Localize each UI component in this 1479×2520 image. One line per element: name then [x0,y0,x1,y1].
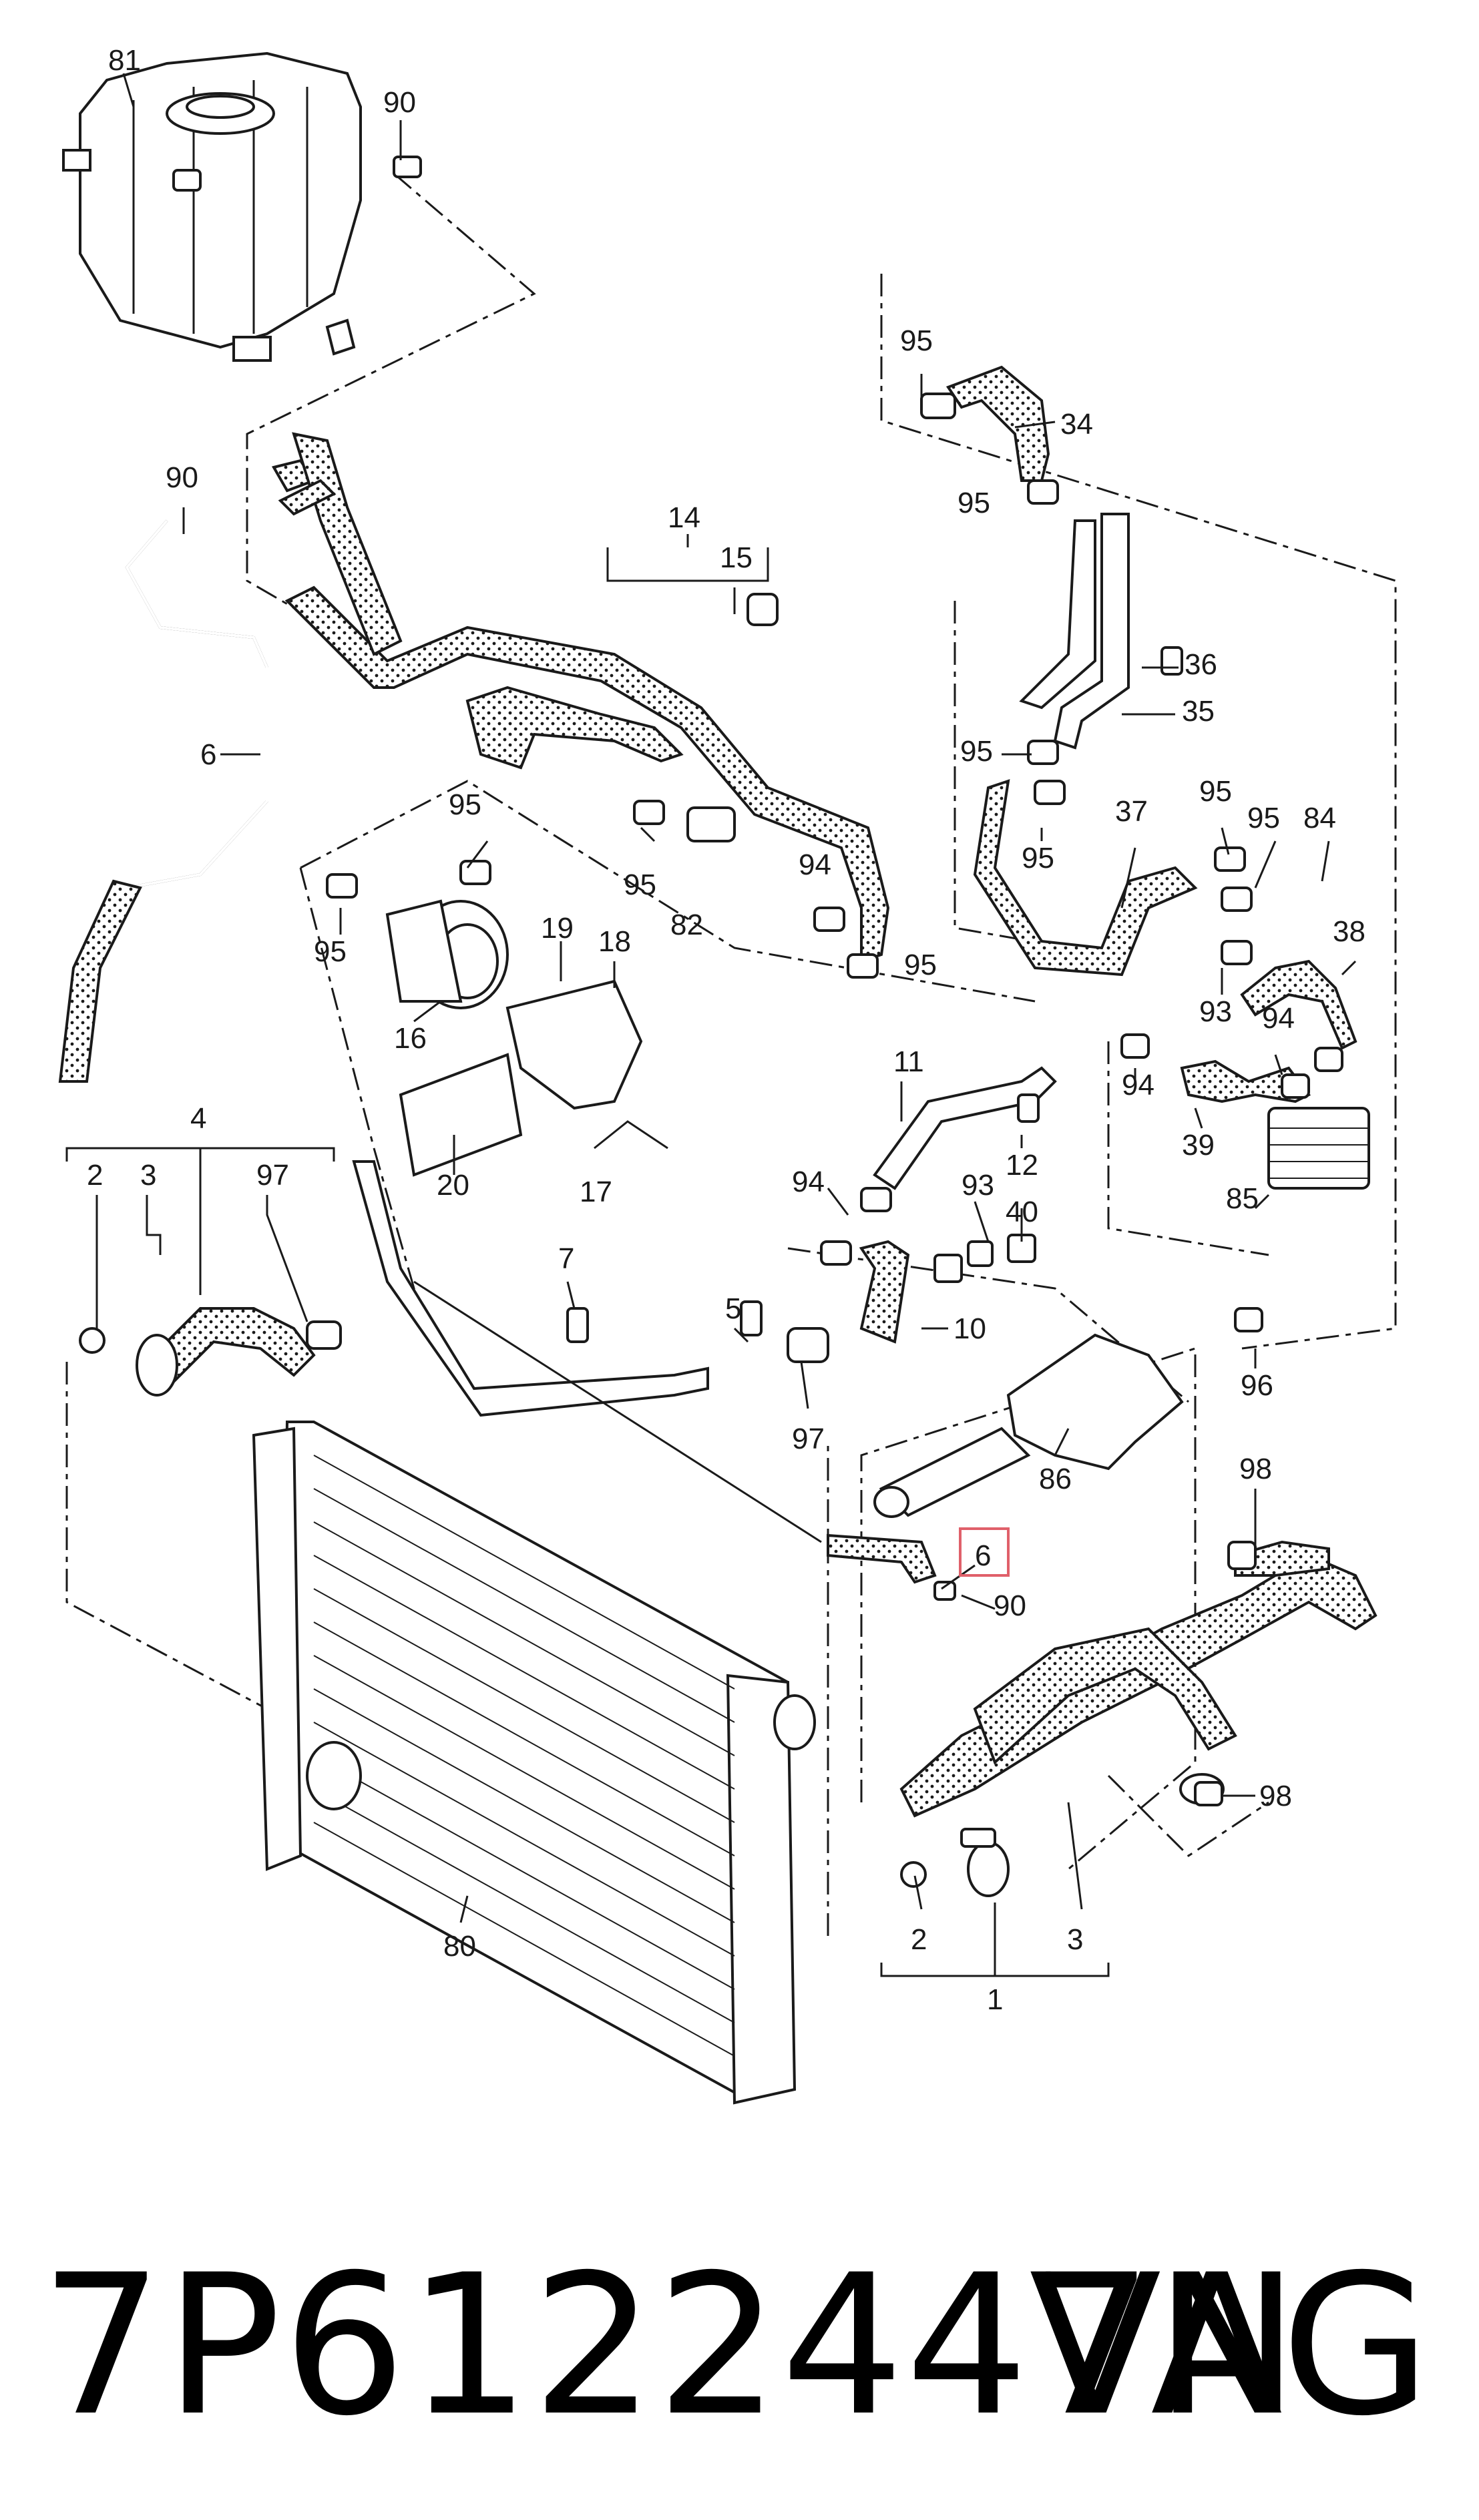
callout-39: 39 [1182,1129,1215,1162]
callout-20: 20 [437,1169,469,1202]
callout-94-lower: 94 [792,1166,825,1198]
callout-3-upper: 3 [140,1159,156,1192]
callout-95-j: 95 [904,949,937,981]
callout-5: 5 [725,1292,741,1325]
callout-94-right: 94 [1262,1002,1295,1035]
callout-18: 18 [598,925,631,958]
coolant-flange-86 [873,1333,1184,1518]
callout-98-lower: 98 [1259,1780,1292,1812]
expansion-tank [62,51,362,362]
callout-97-lower: 97 [792,1423,825,1455]
callout-95-i: 95 [624,868,656,901]
callout-38: 38 [1333,915,1365,948]
callout-95-g: 95 [449,788,481,821]
pipe-11-hose-10 [859,1066,1057,1344]
highlight-box [959,1527,1010,1577]
callout-35: 35 [1182,695,1215,728]
upper-right-hoses [945,365,1370,1190]
callout-labels: 81 90 90 90 95 95 95 95 95 95 95 95 95 9… [87,44,1365,2016]
callout-16: 16 [394,1022,427,1055]
callout-90-tank: 90 [383,86,416,119]
leader-lines [65,73,1357,1977]
part-number: 7P6122447N [40,2234,1301,2459]
callout-95-e: 95 [1199,775,1232,808]
callout-85: 85 [1226,1182,1259,1215]
callout-84: 84 [1303,802,1336,834]
callout-94-left: 94 [1122,1069,1154,1101]
callout-34: 34 [1060,408,1093,441]
callout-11: 11 [893,1045,924,1078]
callout-4: 4 [190,1102,206,1135]
callout-86: 86 [1039,1463,1072,1495]
callout-95-b: 95 [958,487,990,519]
callout-82: 82 [670,909,703,941]
callout-95-c: 95 [960,735,993,768]
callout-40: 40 [1006,1196,1038,1228]
thermostat-housing [385,806,736,1177]
callout-2-lower: 2 [911,1923,927,1956]
callout-6-lower: 6 [975,1539,991,1572]
callout-1: 1 [987,1983,1003,2016]
brand-name: VAG [1029,2234,1432,2459]
callout-37: 37 [1115,795,1148,828]
callout-97-upper: 97 [256,1159,289,1192]
callout-36: 36 [1185,648,1217,681]
clamps-and-fasteners [79,156,1343,1888]
callout-6-upper: 6 [200,738,216,771]
callout-90-lower: 90 [994,1589,1026,1622]
callout-15: 15 [720,541,753,574]
callout-81: 81 [108,44,141,77]
callout-10: 10 [954,1312,986,1345]
callout-80: 80 [443,1930,476,1963]
callout-95-h: 95 [314,935,347,968]
callout-17: 17 [580,1176,612,1208]
callout-96: 96 [1241,1369,1273,1402]
callout-93-right: 93 [1199,995,1232,1028]
callout-94-mid: 94 [799,848,831,881]
callout-90-left: 90 [166,461,198,494]
callout-12: 12 [1006,1149,1038,1182]
callout-98-upper: 98 [1239,1453,1272,1485]
callout-95-a: 95 [900,324,933,357]
callout-95-f: 95 [1247,802,1280,834]
hose-14 [278,432,890,963]
callout-14: 14 [668,501,700,534]
callout-95-d: 95 [1022,842,1054,874]
callout-19: 19 [541,912,574,945]
hose-4-and-pipe [136,1160,937,1584]
callout-3-lower: 3 [1067,1923,1083,1956]
callout-7: 7 [558,1242,574,1275]
bleed-pipe-upper [58,459,316,1083]
callout-93-lower: 93 [962,1169,994,1202]
radiator [252,1421,816,2105]
callout-2-upper: 2 [87,1159,103,1192]
